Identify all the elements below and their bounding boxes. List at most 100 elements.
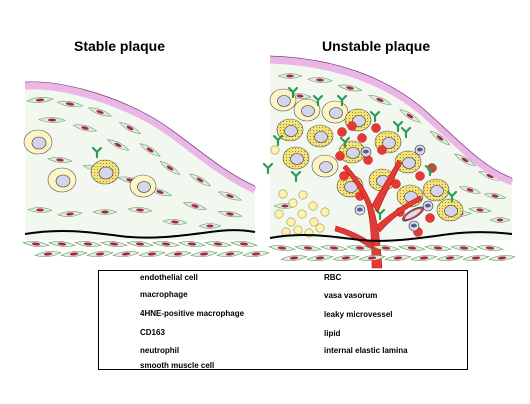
smooth-muscle-cell-nucleus	[66, 212, 74, 216]
smooth-muscle-cell	[127, 207, 153, 213]
smooth-muscle-cell-nucleus	[35, 98, 45, 102]
smooth-muscle-cell	[26, 97, 54, 103]
unstable-internal-elastic-lamina	[269, 231, 513, 242]
cd163-marker	[312, 94, 324, 107]
smooth-muscle-cell	[424, 245, 452, 251]
smooth-muscle-cell-nucleus	[166, 165, 174, 171]
lipid-droplet	[274, 209, 284, 219]
smooth-muscle-cell	[106, 139, 130, 151]
legend-label-lipid: lipid	[324, 329, 341, 338]
smooth-muscle-cell	[458, 186, 482, 194]
red-blood-cell	[335, 151, 345, 161]
smooth-muscle-cell-nucleus	[206, 224, 214, 228]
smooth-muscle-cell	[47, 157, 73, 163]
smooth-muscle-cell-nucleus	[316, 78, 324, 82]
smooth-muscle-cell	[489, 217, 511, 223]
smooth-muscle-cell	[468, 207, 492, 213]
red-blood-cell	[357, 133, 367, 143]
unstable-endothelium	[269, 56, 514, 186]
smooth-muscle-cell-nucleus	[135, 242, 145, 246]
red-blood-cell	[415, 171, 425, 181]
smooth-muscle-cell-nucleus	[315, 256, 325, 260]
smooth-muscle-cell-nucleus	[393, 256, 403, 260]
stable-plaque-cells	[23, 129, 157, 198]
lipid-droplet	[298, 190, 308, 200]
smooth-muscle-cell	[462, 255, 490, 261]
smooth-muscle-cell	[230, 241, 258, 247]
smooth-muscle-cell-nucleus	[226, 212, 234, 216]
smooth-muscle-cell-nucleus	[147, 252, 157, 256]
smooth-muscle-cell-nucleus	[196, 177, 204, 183]
smooth-muscle-cell	[164, 251, 192, 257]
smooth-muscle-cell	[60, 251, 88, 257]
smooth-muscle-cell	[410, 255, 438, 261]
smooth-muscle-cell-nucleus	[466, 188, 474, 192]
smooth-muscle-cell-nucleus	[355, 246, 365, 250]
smooth-muscle-cell	[27, 207, 53, 213]
smooth-muscle-cell	[277, 73, 303, 79]
smooth-muscle-cell	[476, 245, 504, 251]
smooth-muscle-cell	[112, 251, 140, 257]
red-blood-cell	[371, 123, 381, 133]
smooth-muscle-cell	[138, 251, 166, 257]
smooth-muscle-cell	[126, 241, 154, 247]
macrophage-nucleus	[346, 147, 360, 159]
smooth-muscle-cell-nucleus	[173, 252, 183, 256]
stable-media-layer	[22, 241, 270, 257]
smooth-muscle-cell	[337, 84, 363, 92]
smooth-muscle-cell-nucleus	[95, 252, 105, 256]
smooth-muscle-cell	[483, 192, 507, 200]
smooth-muscle-cell	[92, 209, 118, 215]
macrophage-nucleus	[444, 205, 458, 217]
smooth-muscle-cell-nucleus	[213, 242, 223, 246]
macrophage-nucleus	[137, 181, 151, 193]
smooth-muscle-cell-nucleus	[303, 246, 313, 250]
smooth-muscle-cell-nucleus	[341, 256, 351, 260]
smooth-muscle-cell	[429, 130, 451, 146]
smooth-muscle-cell-nucleus	[146, 147, 154, 153]
red-blood-cell	[337, 127, 347, 137]
smooth-muscle-cell-nucleus	[156, 190, 164, 194]
legend-label-macrophage: macrophage	[140, 290, 188, 299]
smooth-muscle-cell-nucleus	[109, 242, 119, 246]
smooth-muscle-cell-nucleus	[296, 94, 304, 98]
lipid-droplet	[270, 145, 280, 155]
smooth-muscle-cell	[88, 107, 112, 117]
smooth-muscle-cell	[450, 245, 478, 251]
smooth-muscle-cell	[100, 241, 128, 247]
smooth-muscle-cell	[398, 245, 426, 251]
legend-label-rbc: RBC	[324, 273, 342, 282]
cd163-marker	[369, 110, 381, 123]
smooth-muscle-cell	[307, 77, 333, 83]
smooth-muscle-cell-nucleus	[101, 210, 109, 214]
lipid-droplet	[309, 217, 319, 227]
unstable-endothelium-outline	[269, 55, 513, 179]
macrophage-nucleus	[402, 157, 416, 169]
legend-box	[98, 270, 468, 370]
smooth-muscle-cell-nucleus	[81, 126, 89, 130]
macrophage-nucleus	[430, 185, 444, 197]
smooth-muscle-cell	[454, 153, 476, 167]
lipid-droplet	[278, 189, 288, 199]
smooth-muscle-cell-nucleus	[459, 246, 469, 250]
neutrophil-nucleus	[411, 223, 417, 228]
smooth-muscle-cell-nucleus	[381, 246, 391, 250]
smooth-muscle-cell	[56, 100, 84, 108]
cd163-marker	[336, 94, 348, 107]
unstable-plaque-title: Unstable plaque	[322, 38, 431, 54]
smooth-muscle-cell-nucleus	[346, 86, 354, 90]
smooth-muscle-cell-nucleus	[199, 252, 209, 256]
smooth-muscle-cell	[204, 241, 232, 247]
macrophage-nucleus	[31, 136, 47, 150]
smooth-muscle-cell	[34, 251, 62, 257]
smooth-muscle-cell-nucleus	[36, 208, 44, 212]
stable-plaque-panel	[22, 81, 270, 257]
stable-internal-elastic-lamina	[24, 229, 256, 239]
lipid-droplet	[293, 225, 303, 235]
smooth-muscle-cell	[152, 241, 180, 247]
macrophage-nucleus	[319, 161, 333, 173]
cd163-marker	[446, 190, 458, 203]
smooth-muscle-cell	[86, 251, 114, 257]
smooth-muscle-cell	[57, 211, 83, 217]
smooth-muscle-cell-nucleus	[161, 242, 171, 246]
